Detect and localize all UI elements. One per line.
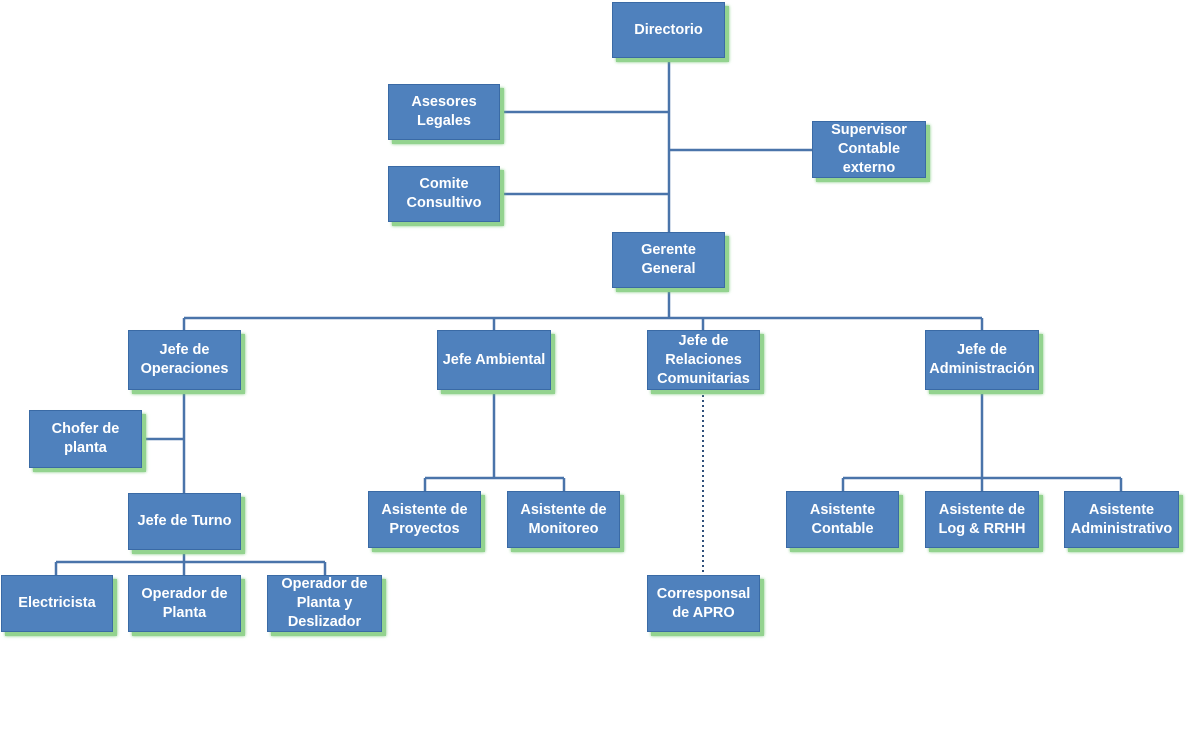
node-jefe-administracion: Jefe de Administración — [925, 330, 1039, 390]
node-corresponsal-apro: Corresponsal de APRO — [647, 575, 760, 632]
node-jefe-turno: Jefe de Turno — [128, 493, 241, 550]
node-asistente-proyectos: Asistente de Proyectos — [368, 491, 481, 548]
node-supervisor-contable: Supervisor Contable externo — [812, 121, 926, 178]
node-jefe-operaciones: Jefe de Operaciones — [128, 330, 241, 390]
node-operador-planta: Operador de Planta — [128, 575, 241, 632]
node-operador-deslizador: Operador de Planta y Deslizador — [267, 575, 382, 632]
node-asesores-legales: Asesores Legales — [388, 84, 500, 140]
node-electricista: Electricista — [1, 575, 113, 632]
node-comite-consultivo: Comite Consultivo — [388, 166, 500, 222]
node-directorio: Directorio — [612, 2, 725, 58]
node-asistente-log-rrhh: Asistente de Log & RRHH — [925, 491, 1039, 548]
node-asistente-monitoreo: Asistente de Monitoreo — [507, 491, 620, 548]
node-jefe-relaciones: Jefe de Relaciones Comunitarias — [647, 330, 760, 390]
node-gerente-general: Gerente General — [612, 232, 725, 288]
node-chofer-planta: Chofer de planta — [29, 410, 142, 468]
node-asistente-administrativo: Asistente Administrativo — [1064, 491, 1179, 548]
node-jefe-ambiental: Jefe Ambiental — [437, 330, 551, 390]
node-asistente-contable: Asistente Contable — [786, 491, 899, 548]
